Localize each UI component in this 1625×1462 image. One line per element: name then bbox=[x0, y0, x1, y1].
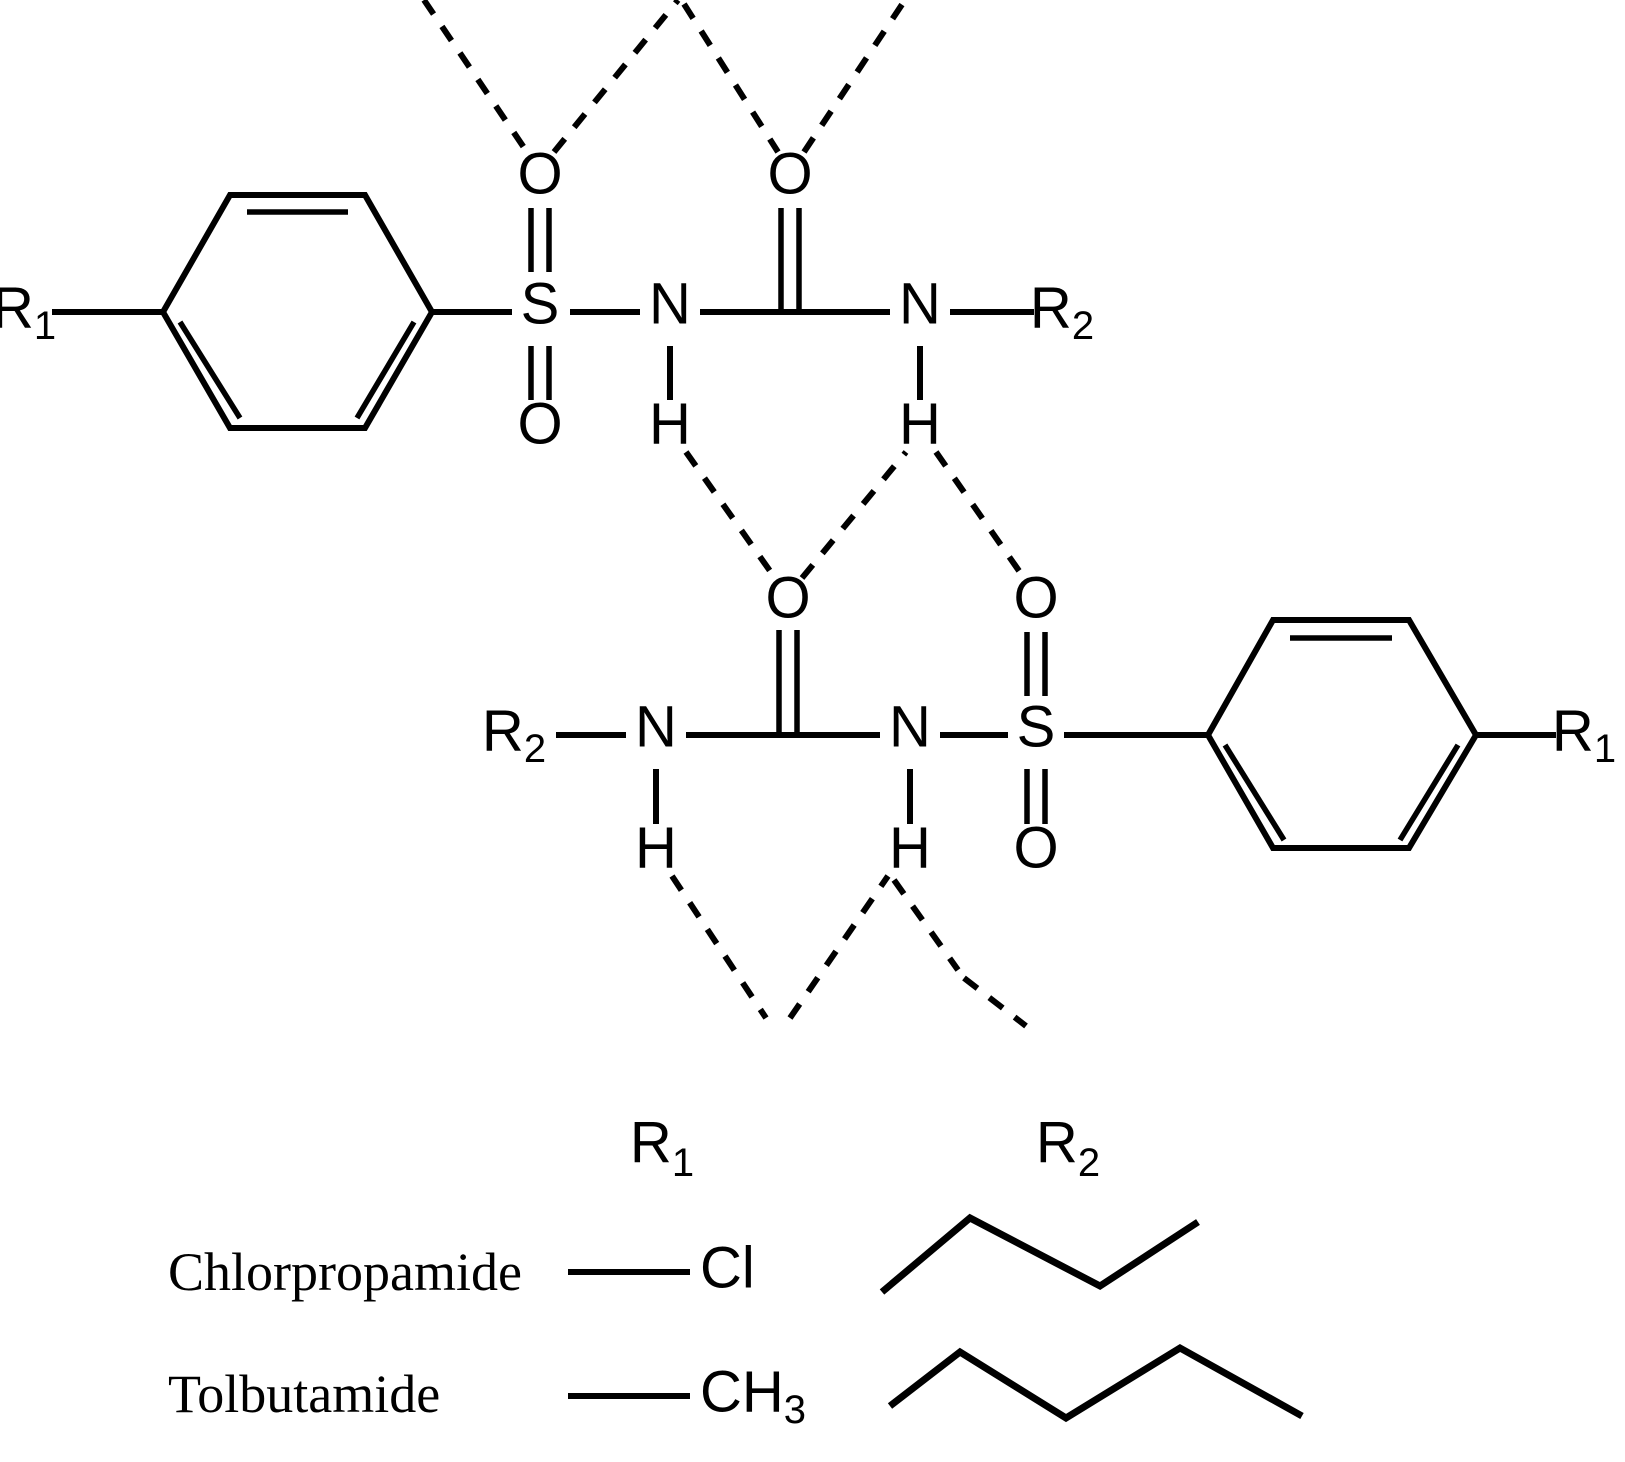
upper-benzene-ring bbox=[159, 192, 436, 431]
legend-group-chlorpropamide-r1: Cl bbox=[700, 1235, 755, 1300]
lower-ring-inner-right bbox=[1397, 743, 1461, 842]
legend-group-tolbutamide-r1: CH3 bbox=[700, 1359, 806, 1431]
lower-benzene-ring bbox=[1204, 617, 1480, 851]
upper-hydrogen-1: H bbox=[649, 391, 691, 456]
lower-r2-subscript: 2 bbox=[524, 727, 546, 771]
upper-sulfonyl-oxygen-bottom: O bbox=[517, 391, 562, 456]
hbond-top-left-out bbox=[551, 0, 681, 154]
legend-chain-chlorpropamide-r2 bbox=[879, 1213, 1200, 1295]
legend-header-r2: R2 bbox=[1036, 1110, 1100, 1185]
hbond-bottom-left-in bbox=[669, 874, 769, 1020]
middle-hydrogen-bond-network bbox=[683, 450, 1027, 580]
top-hydrogen-bond-network bbox=[421, 0, 908, 154]
legend-chain-tolbutamide-r2 bbox=[887, 1343, 1304, 1423]
legend-header-r1-subscript: 1 bbox=[672, 1141, 694, 1185]
upper-r2-label: R2 bbox=[1030, 275, 1094, 347]
legend-name-chlorpropamide: Chlorpropamide bbox=[168, 1242, 522, 1302]
lower-molecule: R2 N H O N H S bbox=[482, 565, 1616, 880]
legend-header-r2-subscript: 2 bbox=[1078, 1141, 1100, 1185]
upper-molecule: R1 S O O bbox=[0, 141, 1094, 456]
lower-r2-label: R2 bbox=[482, 698, 546, 770]
upper-r1-label: R1 bbox=[0, 275, 56, 347]
hbond-bottom-right-b bbox=[962, 975, 1028, 1029]
bottom-hydrogen-bond-network bbox=[669, 874, 1028, 1029]
upper-ring-inner-left bbox=[177, 320, 243, 420]
lower-sulfonyl-oxygen-top: O bbox=[1013, 565, 1058, 630]
lower-sulfur-atom: S bbox=[1017, 694, 1056, 759]
lower-nitrogen-1: N bbox=[635, 694, 677, 759]
upper-nitrogen-2: N bbox=[899, 271, 941, 336]
hbond-top-right-out bbox=[801, 0, 908, 154]
upper-r2-subscript: 2 bbox=[1072, 304, 1094, 348]
hbond-bottom-right-a bbox=[891, 878, 961, 972]
hbond-top-right-in bbox=[681, 2, 781, 154]
lower-ring-outline bbox=[1204, 617, 1480, 851]
lower-carbonyl-oxygen: O bbox=[765, 565, 810, 630]
upper-r1-subscript: 1 bbox=[34, 304, 56, 348]
hbond-top-left-in bbox=[421, 0, 530, 154]
upper-hydrogen-2: H bbox=[899, 391, 941, 456]
lower-hydrogen-1: H bbox=[635, 815, 677, 880]
lower-ring-inner-left bbox=[1222, 743, 1287, 842]
legend-row-chlorpropamide: Chlorpropamide Cl bbox=[168, 1213, 1200, 1302]
legend-name-tolbutamide: Tolbutamide bbox=[168, 1364, 440, 1424]
lower-sulfonyl-oxygen-bottom: O bbox=[1013, 815, 1058, 880]
legend-group-tolbutamide-r1-subscript: 3 bbox=[784, 1388, 806, 1432]
hbond-mid-right bbox=[933, 450, 1027, 580]
upper-ring-inner-right bbox=[354, 320, 417, 420]
upper-sulfur-atom: S bbox=[521, 271, 560, 336]
upper-nitrogen-1: N bbox=[649, 271, 691, 336]
hbond-mid-center bbox=[799, 450, 909, 580]
lower-hydrogen-2: H bbox=[889, 815, 931, 880]
lower-r1-subscript: 1 bbox=[1594, 727, 1616, 771]
lower-nitrogen-2: N bbox=[889, 694, 931, 759]
legend-header-r1: R1 bbox=[630, 1110, 694, 1185]
hbond-mid-left bbox=[683, 450, 778, 580]
lower-r1-label: R1 bbox=[1552, 698, 1616, 770]
upper-ring-outline bbox=[159, 192, 436, 431]
substituent-legend: R1 R2 Chlorpropamide Cl Tolbutamide CH3 bbox=[168, 1110, 1304, 1432]
hbond-bottom-left-out bbox=[787, 874, 891, 1020]
legend-row-tolbutamide: Tolbutamide CH3 bbox=[168, 1343, 1304, 1432]
